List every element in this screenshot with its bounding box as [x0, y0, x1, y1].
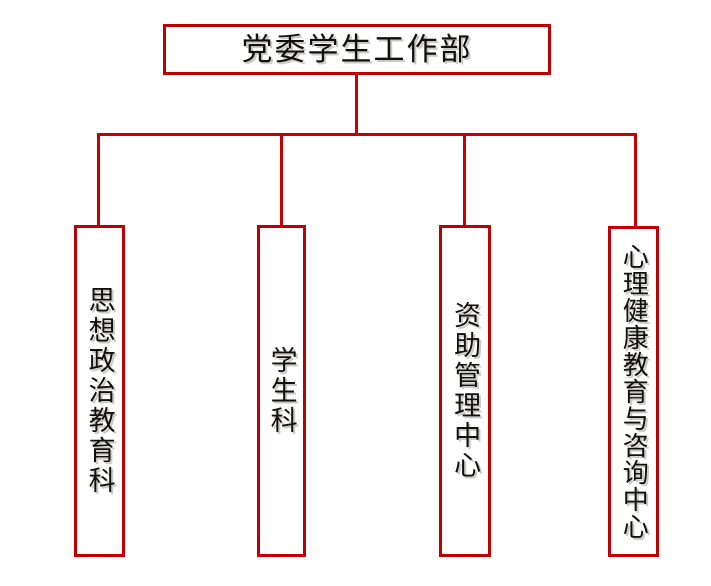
org-node-root-label: 党委学生工作部: [241, 32, 473, 67]
org-node-child-3-label: 资助管理中心: [450, 301, 481, 481]
connector-drop-4: [634, 133, 637, 227]
org-node-child-4: 心理健康教育与咨询中心: [608, 226, 659, 557]
org-node-child-4-label: 心理健康教育与咨询中心: [619, 243, 649, 540]
org-node-root: 党委学生工作部: [163, 24, 551, 75]
connector-horizontal-bus: [97, 133, 637, 136]
connector-drop-2: [280, 133, 283, 226]
org-node-child-2-label: 学生科: [266, 346, 297, 436]
connector-drop-1: [97, 133, 100, 226]
org-node-child-2: 学生科: [257, 225, 306, 557]
org-node-child-3: 资助管理中心: [439, 225, 491, 557]
connector-root-stem: [355, 74, 358, 135]
org-node-child-1-label: 思想政治教育科: [84, 286, 115, 496]
connector-drop-3: [463, 133, 466, 226]
org-node-child-1: 思想政治教育科: [74, 225, 125, 557]
